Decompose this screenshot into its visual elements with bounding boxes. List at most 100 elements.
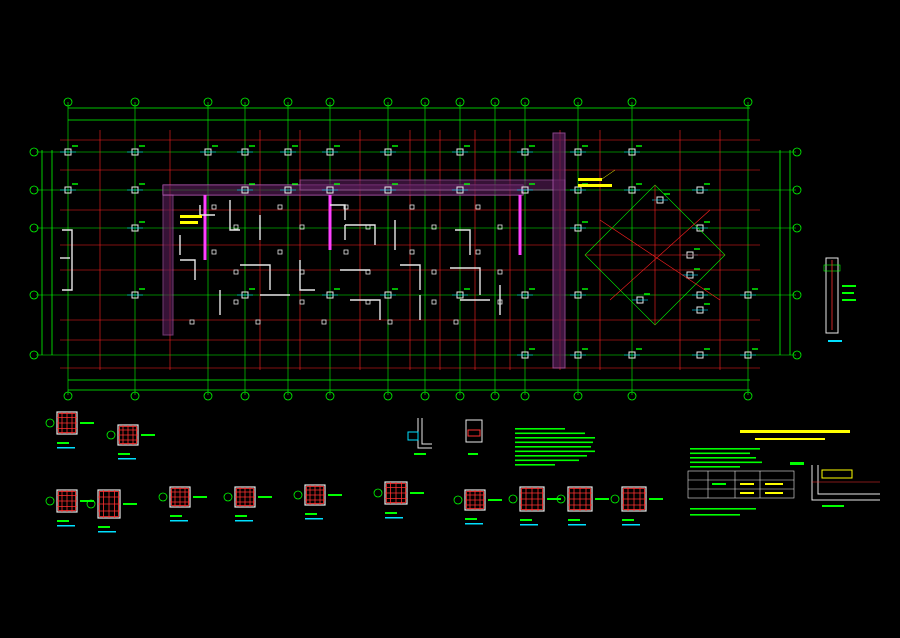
column xyxy=(60,183,78,194)
axis-bubble xyxy=(420,97,430,107)
column xyxy=(127,221,145,232)
shear-wall xyxy=(345,224,376,245)
column-section xyxy=(556,486,609,526)
table-note-line xyxy=(690,461,762,464)
column-section xyxy=(610,486,663,526)
column-section xyxy=(45,411,94,449)
axis-bubble xyxy=(792,350,802,360)
column xyxy=(322,183,340,194)
column xyxy=(517,348,535,359)
interior-column xyxy=(255,319,261,325)
axis-bubble xyxy=(627,97,637,107)
column-section xyxy=(223,486,272,522)
section-1-1 xyxy=(811,465,880,501)
column xyxy=(127,183,145,194)
interior-column xyxy=(475,249,481,255)
column xyxy=(632,293,650,304)
column-section xyxy=(106,424,155,460)
table-note-line xyxy=(690,452,750,455)
note-line xyxy=(515,464,555,466)
interior-column xyxy=(233,299,239,305)
axis-bubble xyxy=(29,290,39,300)
note-line xyxy=(515,459,579,462)
column xyxy=(624,145,642,156)
axis-bubble xyxy=(455,97,465,107)
axis-bubble xyxy=(63,97,73,107)
dimension-frame xyxy=(41,107,791,391)
column xyxy=(692,221,710,232)
note-line xyxy=(515,441,593,444)
column xyxy=(380,183,398,194)
note-line xyxy=(515,437,595,439)
column xyxy=(200,145,218,156)
axis-bubble xyxy=(63,391,73,401)
axis-bubble xyxy=(203,97,213,107)
axis-bubble xyxy=(240,391,250,401)
interior-column xyxy=(211,204,217,210)
plan-annotations xyxy=(180,169,616,224)
axis-bubble xyxy=(420,391,430,401)
interior-column xyxy=(431,299,437,305)
column-section xyxy=(45,489,94,527)
interior-column xyxy=(475,204,481,210)
interior-column xyxy=(431,269,437,275)
column xyxy=(452,145,470,156)
interior-column xyxy=(365,269,371,275)
column xyxy=(322,145,340,156)
note-line xyxy=(515,450,595,453)
column-section xyxy=(373,481,424,519)
column xyxy=(570,288,588,299)
schedule-table xyxy=(687,430,880,516)
shear-wall xyxy=(330,204,346,220)
shear-wall xyxy=(180,259,196,280)
axis-bubble xyxy=(792,147,802,157)
rotated-block xyxy=(584,184,726,326)
column xyxy=(692,303,710,314)
column-markers xyxy=(60,145,758,359)
interior-column xyxy=(365,224,371,230)
interior-column xyxy=(453,319,459,325)
axis-bubble xyxy=(29,223,39,233)
axis-bubble xyxy=(792,290,802,300)
interior-column xyxy=(321,319,327,325)
column xyxy=(380,288,398,299)
axis-bubble xyxy=(325,97,335,107)
column xyxy=(682,248,700,259)
core-shear-walls xyxy=(60,200,501,320)
column xyxy=(452,288,470,299)
column xyxy=(237,183,255,194)
column xyxy=(570,221,588,232)
table-grid xyxy=(687,470,795,499)
axis-bubble xyxy=(130,97,140,107)
column xyxy=(517,145,535,156)
shear-wall xyxy=(62,229,73,291)
column xyxy=(280,145,298,156)
interior-column xyxy=(277,249,283,255)
column xyxy=(452,183,470,194)
axis-bubble xyxy=(743,97,753,107)
note-line xyxy=(515,455,587,457)
interior-column xyxy=(343,204,349,210)
wall-section-detail xyxy=(823,257,856,342)
interior-column xyxy=(431,224,437,230)
note-line xyxy=(515,446,591,448)
column xyxy=(692,183,710,194)
table-note-line xyxy=(690,466,740,468)
interior-column xyxy=(299,299,305,305)
axis-bubbles xyxy=(29,97,802,401)
column xyxy=(624,348,642,359)
axis-bubble xyxy=(383,97,393,107)
column-section xyxy=(293,484,342,520)
axis-bubble xyxy=(520,391,530,401)
axis-bubble xyxy=(792,185,802,195)
shear-wall xyxy=(350,299,381,320)
interior-column xyxy=(299,224,305,230)
axis-bubble xyxy=(283,391,293,401)
shear-wall xyxy=(240,264,271,290)
axis-bubble xyxy=(573,97,583,107)
column xyxy=(692,288,710,299)
column xyxy=(60,145,78,156)
column xyxy=(380,145,398,156)
shear-wall xyxy=(299,260,315,291)
